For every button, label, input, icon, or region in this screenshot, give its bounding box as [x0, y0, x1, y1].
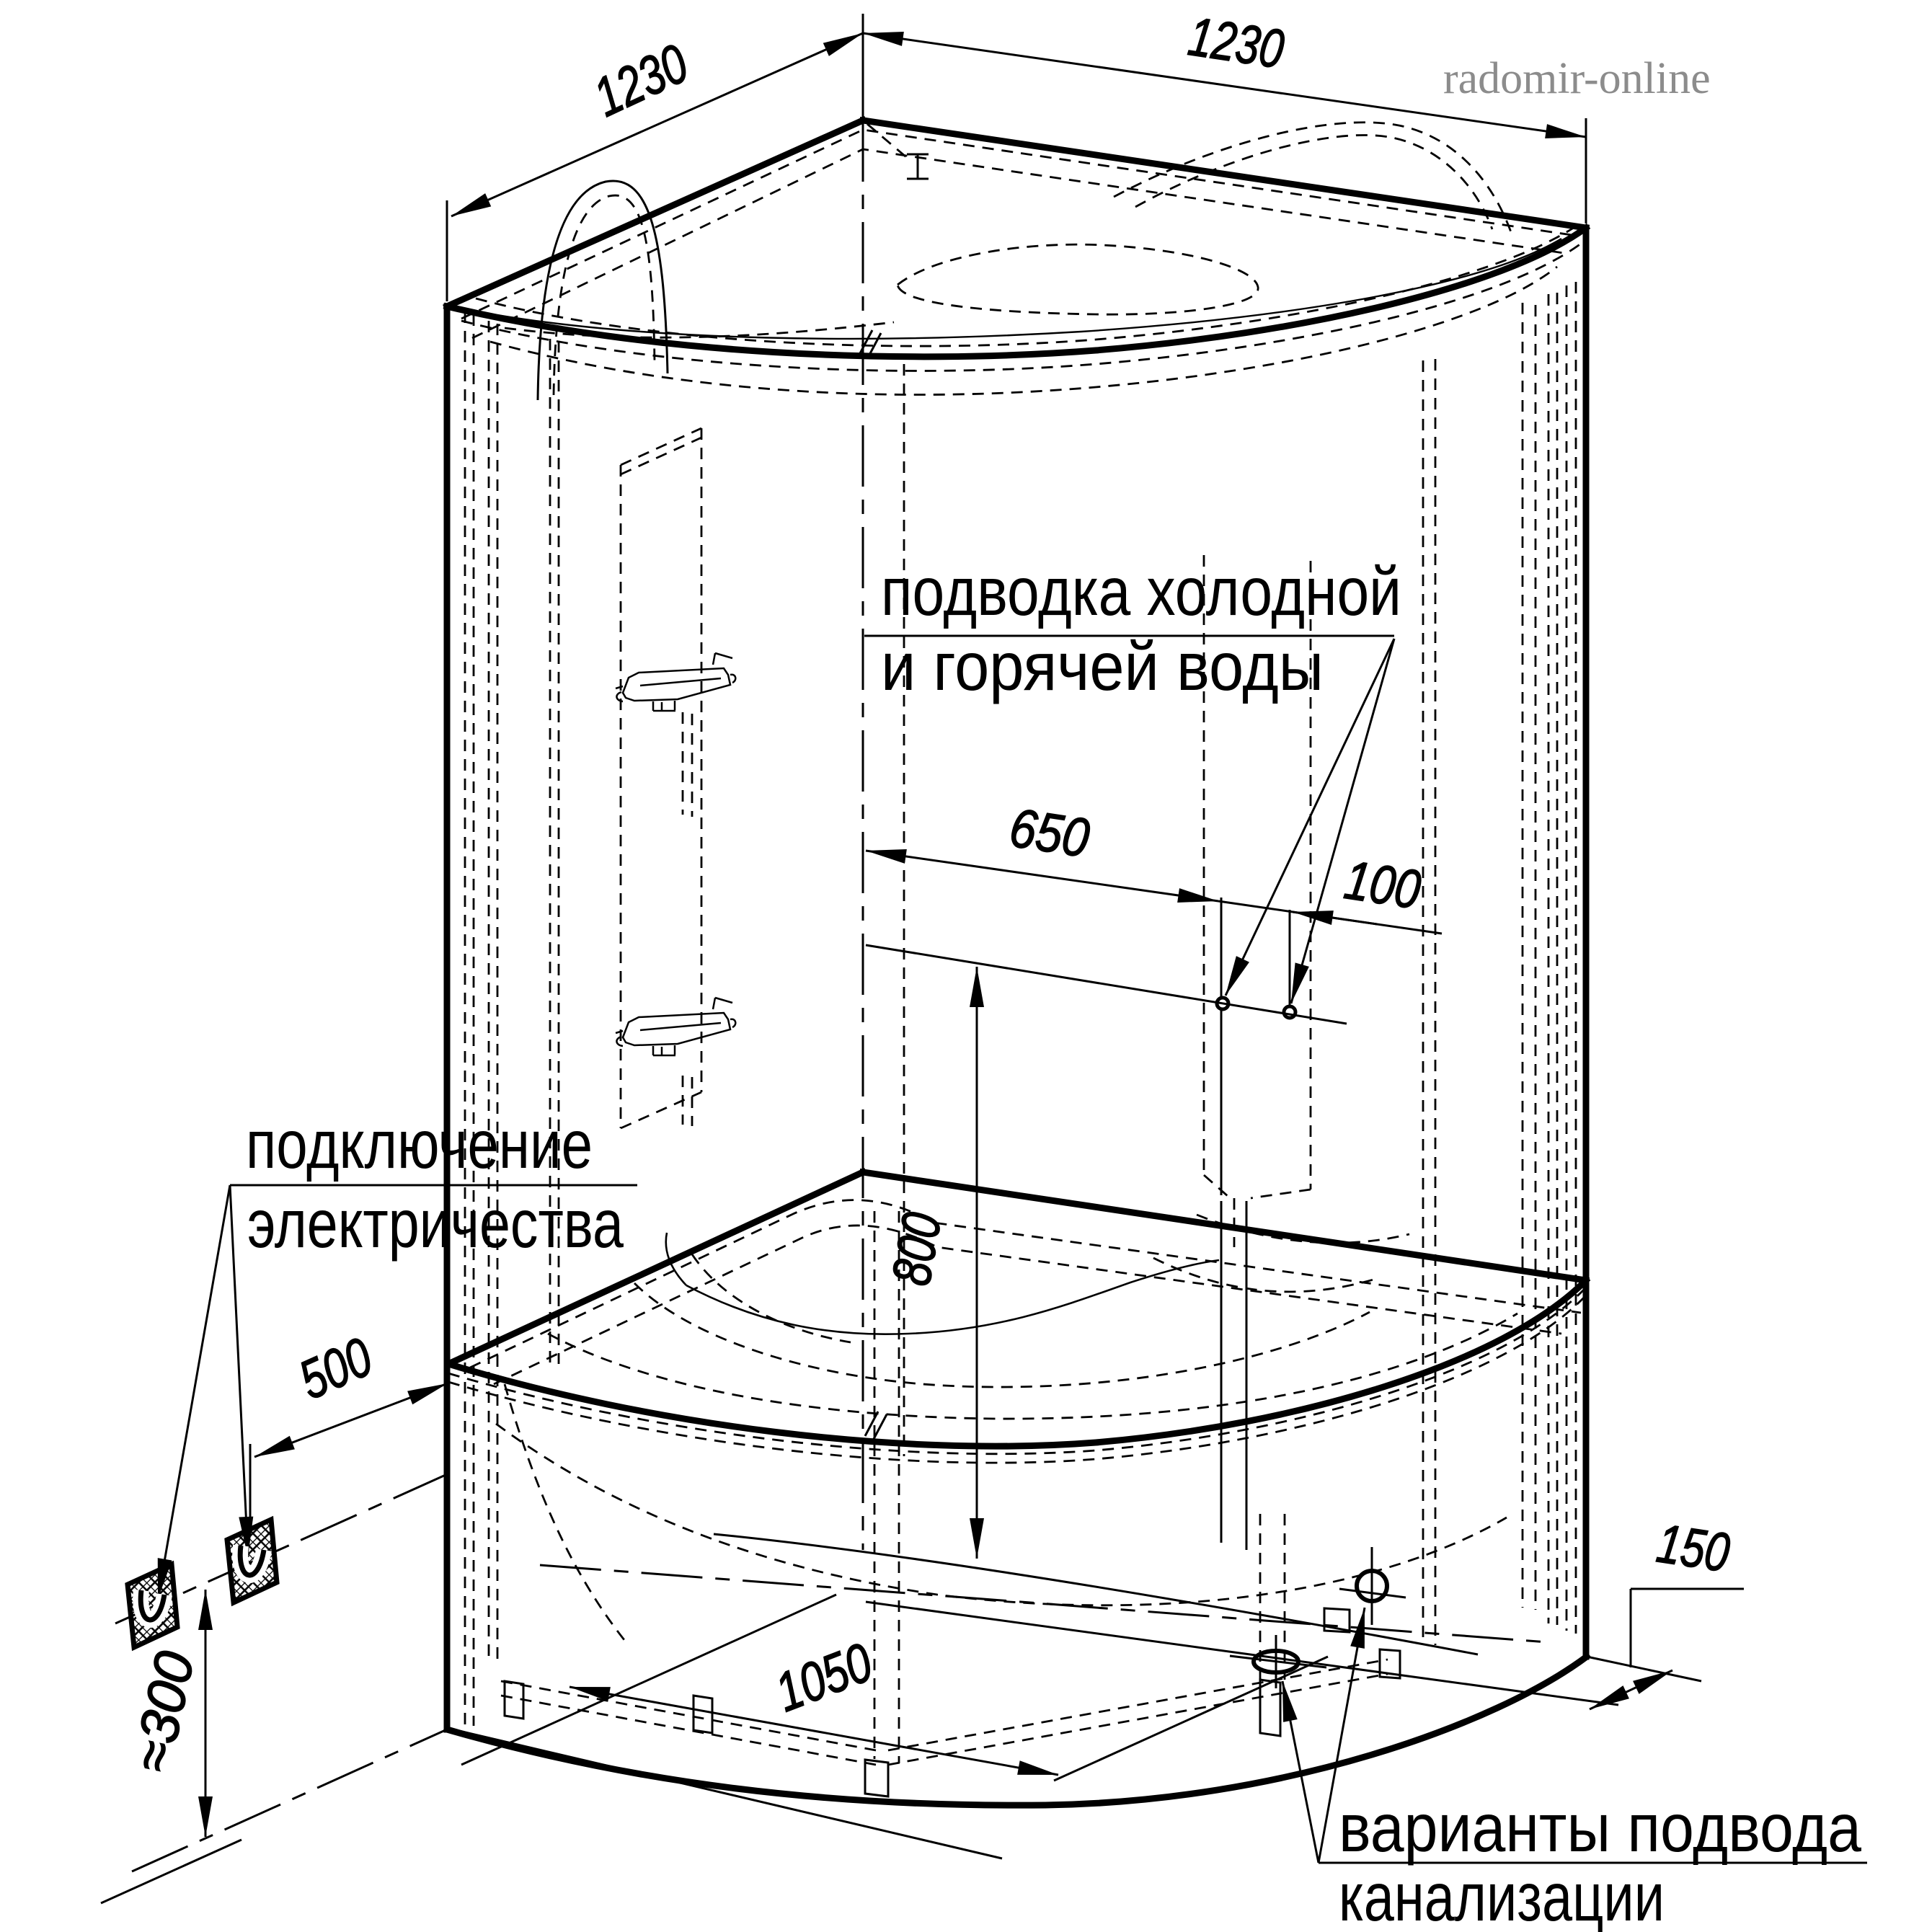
svg-text:электричества: электричества — [247, 1186, 624, 1262]
svg-text:1050: 1050 — [768, 1631, 880, 1724]
svg-text:варианты подвода: варианты подвода — [1339, 1790, 1861, 1866]
svg-text:1230: 1230 — [1184, 6, 1288, 81]
svg-text:100: 100 — [1341, 849, 1424, 921]
svg-text:150: 150 — [1653, 1512, 1733, 1584]
svg-text:подключение: подключение — [246, 1107, 593, 1183]
svg-text:800: 800 — [880, 1208, 953, 1290]
svg-text:канализации: канализации — [1339, 1859, 1665, 1932]
svg-text:подводка холодной: подводка холодной — [881, 554, 1401, 630]
svg-text:radomir-online: radomir-online — [1443, 54, 1711, 103]
svg-text:500: 500 — [291, 1326, 381, 1412]
svg-text:≈300: ≈300 — [121, 1647, 206, 1778]
svg-text:650: 650 — [1006, 797, 1093, 869]
svg-text:и горячей воды: и горячей воды — [881, 629, 1324, 705]
